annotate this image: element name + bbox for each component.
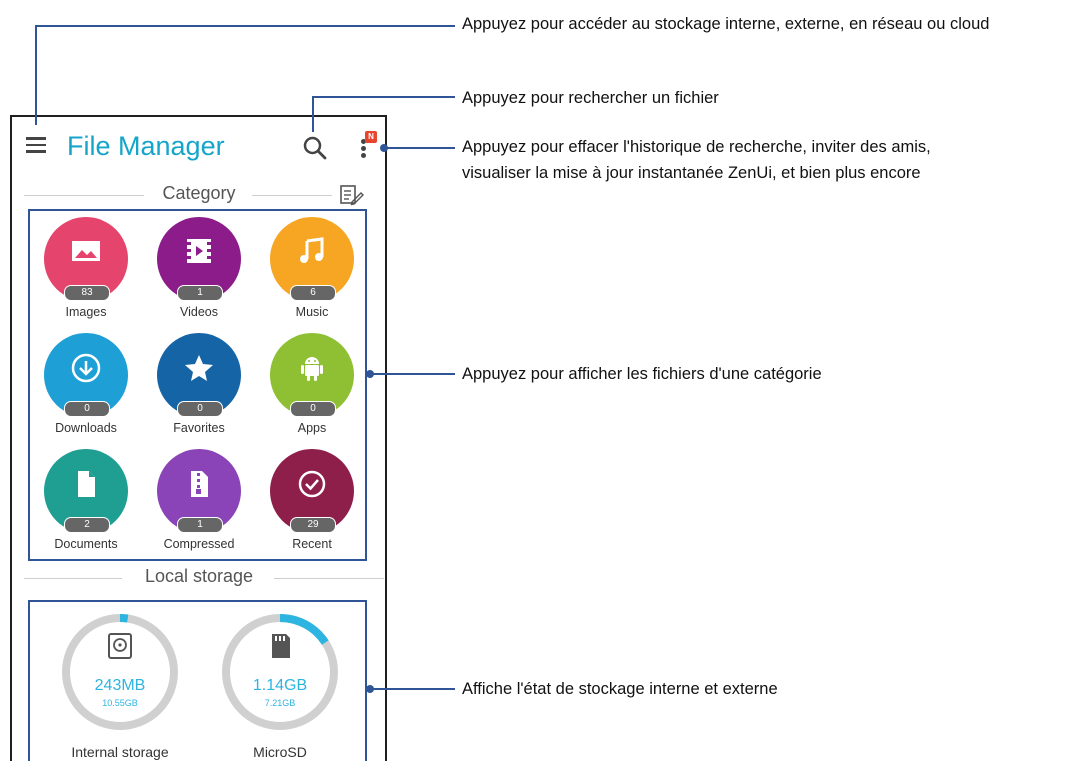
image-icon — [72, 241, 100, 261]
internal-storage-total: 10.55GB — [102, 698, 138, 708]
more-options-icon[interactable]: N — [357, 131, 379, 161]
microsd-storage-total: 7.21GB — [264, 698, 296, 708]
document-icon — [78, 471, 95, 497]
callout-category: Appuyez pour afficher les fichiers d'une… — [462, 365, 822, 383]
music-note-icon — [300, 237, 324, 263]
images-circle — [44, 217, 128, 301]
favorites-count: 0 — [177, 401, 223, 417]
category-recent[interactable]: 29 Recent — [257, 443, 367, 555]
internal-storage-ring — [62, 614, 178, 730]
callout-line-menu-v — [35, 25, 37, 125]
callout-line-more — [384, 147, 455, 149]
local-storage-title: Local storage — [144, 566, 254, 586]
category-videos[interactable]: 1 Videos — [144, 211, 254, 323]
category-favorites[interactable]: 0 Favorites — [144, 327, 254, 439]
microsd-storage-label: MicroSD — [253, 744, 307, 760]
zip-icon — [191, 471, 208, 497]
app-title: File Manager — [67, 131, 225, 161]
callout-more-line2: visualiser la mise à jour instantanée Ze… — [462, 164, 921, 182]
sd-card-icon — [272, 634, 290, 658]
category-documents[interactable]: 2 Documents — [31, 443, 141, 555]
callout-line-menu-h — [35, 25, 455, 27]
callout-more-line1: Appuyez pour effacer l'historique de rec… — [462, 138, 931, 156]
music-count: 6 — [290, 285, 336, 301]
storage-panel: 243MB 10.55GB Internal storage 1.14GB 7.… — [28, 600, 367, 761]
images-count: 83 — [64, 285, 110, 301]
category-images[interactable]: 83 Images — [31, 211, 141, 323]
callout-line-storage — [370, 688, 455, 690]
category-apps[interactable]: 0 Apps — [257, 327, 367, 439]
category-grid: 83 Images 1 Videos 6 Music 0 Downloads — [28, 209, 367, 561]
callout-dot-more — [380, 144, 388, 152]
internal-storage-icon — [108, 633, 132, 659]
callout-storage-access: Appuyez pour accéder au stockage interne… — [462, 15, 990, 33]
recent-label: Recent — [292, 537, 332, 551]
local-storage-header: Local storage — [24, 566, 384, 590]
phone-screen: File Manager N Category 83 Images — [10, 115, 387, 761]
callout-dot-storage — [366, 685, 374, 693]
apps-count: 0 — [290, 401, 336, 417]
compressed-count: 1 — [177, 517, 223, 533]
category-title: Category — [162, 183, 236, 203]
downloads-count: 0 — [64, 401, 110, 417]
internal-storage-label: Internal storage — [71, 744, 169, 760]
storage-microsd[interactable]: 1.14GB 7.21GB MicroSD — [200, 612, 360, 761]
recent-count: 29 — [290, 517, 336, 533]
callout-storage-state: Affiche l'état de stockage interne et ex… — [462, 680, 778, 698]
download-icon — [71, 353, 101, 383]
callout-search: Appuyez pour rechercher un fichier — [462, 89, 719, 107]
favorites-label: Favorites — [173, 421, 225, 435]
category-downloads[interactable]: 0 Downloads — [31, 327, 141, 439]
category-compressed[interactable]: 1 Compressed — [144, 443, 254, 555]
search-icon[interactable] — [302, 135, 328, 161]
callout-line-category — [370, 373, 455, 375]
category-header: Category — [24, 183, 374, 207]
android-icon — [301, 357, 323, 381]
internal-storage-used: 243MB — [94, 677, 146, 694]
microsd-storage-ring — [222, 614, 338, 730]
film-icon — [187, 239, 211, 263]
storage-internal[interactable]: 243MB 10.55GB Internal storage — [40, 612, 200, 761]
images-label: Images — [65, 305, 107, 319]
star-icon — [185, 355, 213, 381]
callout-line-search-v — [312, 96, 314, 132]
callout-dot-category — [366, 370, 374, 378]
apps-label: Apps — [297, 421, 327, 435]
downloads-label: Downloads — [55, 421, 117, 435]
menu-icon[interactable] — [26, 137, 46, 153]
music-label: Music — [295, 305, 329, 319]
app-bar: File Manager N — [12, 117, 385, 175]
documents-count: 2 — [64, 517, 110, 533]
microsd-storage-used: 1.14GB — [252, 677, 308, 694]
category-music[interactable]: 6 Music — [257, 211, 367, 323]
videos-label: Videos — [180, 305, 218, 319]
clock-check-icon — [298, 470, 326, 498]
edit-category-icon[interactable] — [339, 183, 365, 207]
videos-count: 1 — [177, 285, 223, 301]
compressed-label: Compressed — [163, 537, 235, 551]
callout-line-search-h — [312, 96, 455, 98]
notification-badge-icon: N — [365, 131, 377, 143]
documents-label: Documents — [54, 537, 118, 551]
